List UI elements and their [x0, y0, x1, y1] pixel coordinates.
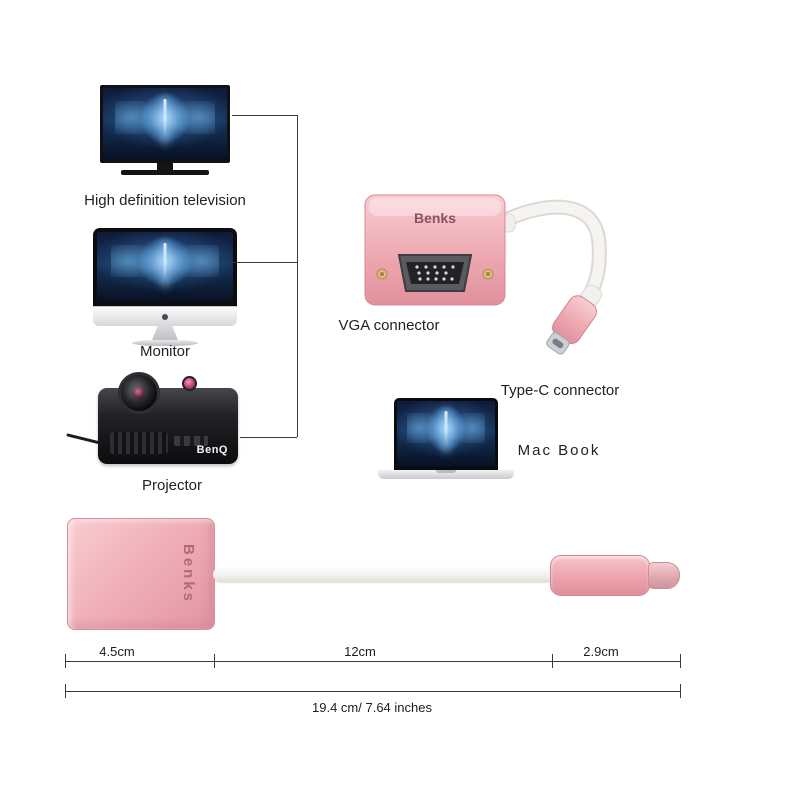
macbook-notch: [436, 470, 456, 473]
projector-lens-glass: [133, 387, 145, 399]
macbook-screen: [394, 398, 498, 470]
hdtv-image: [100, 85, 230, 181]
tv-stand-neck: [157, 163, 173, 170]
dimension-total-label: 19.4 cm/ 7.64 inches: [312, 700, 432, 715]
projector-logo: BenQ: [196, 444, 228, 456]
macbook-artwork: [397, 401, 495, 467]
dimension-tick: [680, 654, 681, 668]
typec-plug-tip: [648, 562, 680, 589]
monitor-image: [93, 228, 237, 346]
monitor-bezel: [93, 228, 237, 306]
dimension-line-segments: [65, 661, 680, 662]
dimension-tick: [680, 684, 681, 698]
projector-image: BenQ: [66, 372, 240, 472]
vga-adapter-image: Benks: [364, 194, 506, 306]
tv-stand-base: [121, 170, 209, 175]
dimension-tick: [552, 654, 553, 668]
projector-label: Projector: [141, 477, 203, 494]
tv-artwork: [103, 88, 227, 160]
connector-line-hdtv: [232, 115, 297, 116]
dimension-tick: [65, 654, 66, 668]
dimension-plug-label: 2.9cm: [583, 644, 619, 659]
typec-connector-image: [546, 284, 603, 355]
projector-ports: [174, 436, 208, 446]
typec-plug-bottom-image: [550, 555, 650, 596]
adapter-cable-highlight: [489, 201, 605, 308]
adapter-cable-assembly: Benks: [364, 194, 607, 355]
adapter-logo: Benks: [414, 210, 456, 226]
macbook-deck: [378, 470, 514, 479]
dimension-tick: [65, 684, 66, 698]
connector-line-monitor: [232, 262, 297, 263]
monitor-base: [132, 340, 198, 346]
dimension-tick: [214, 654, 215, 668]
connector-line-projector: [240, 437, 297, 438]
monitor-label: Monitor: [139, 343, 191, 360]
projector-focus-dial: [182, 376, 197, 391]
macbook-label: Mac Book: [517, 442, 601, 459]
dimension-body-label: 4.5cm: [99, 644, 135, 659]
cable-bottom-image: [213, 567, 558, 582]
macbook-image: [378, 398, 514, 484]
adapter-logo-bottom: Benks: [180, 543, 197, 605]
connector-line-vertical: [297, 115, 298, 437]
dimension-line-total: [65, 691, 680, 692]
projector-vent-grille: [110, 432, 168, 454]
monitor-screen: [97, 232, 233, 302]
tv-screen: [100, 85, 230, 163]
typec-connector-label: Type-C connector: [500, 382, 620, 399]
monitor-stand: [152, 326, 178, 340]
projector-lens: [118, 372, 160, 414]
vga-port: [397, 254, 473, 292]
dimension-cable-label: 12cm: [344, 644, 376, 659]
monitor-chin: [93, 306, 237, 326]
apple-logo-icon: [162, 313, 168, 320]
vga-connector-label: VGA connector: [338, 317, 440, 334]
adapter-body-bottom-image: Benks: [67, 518, 215, 630]
hdtv-label: High definition television: [84, 192, 246, 209]
